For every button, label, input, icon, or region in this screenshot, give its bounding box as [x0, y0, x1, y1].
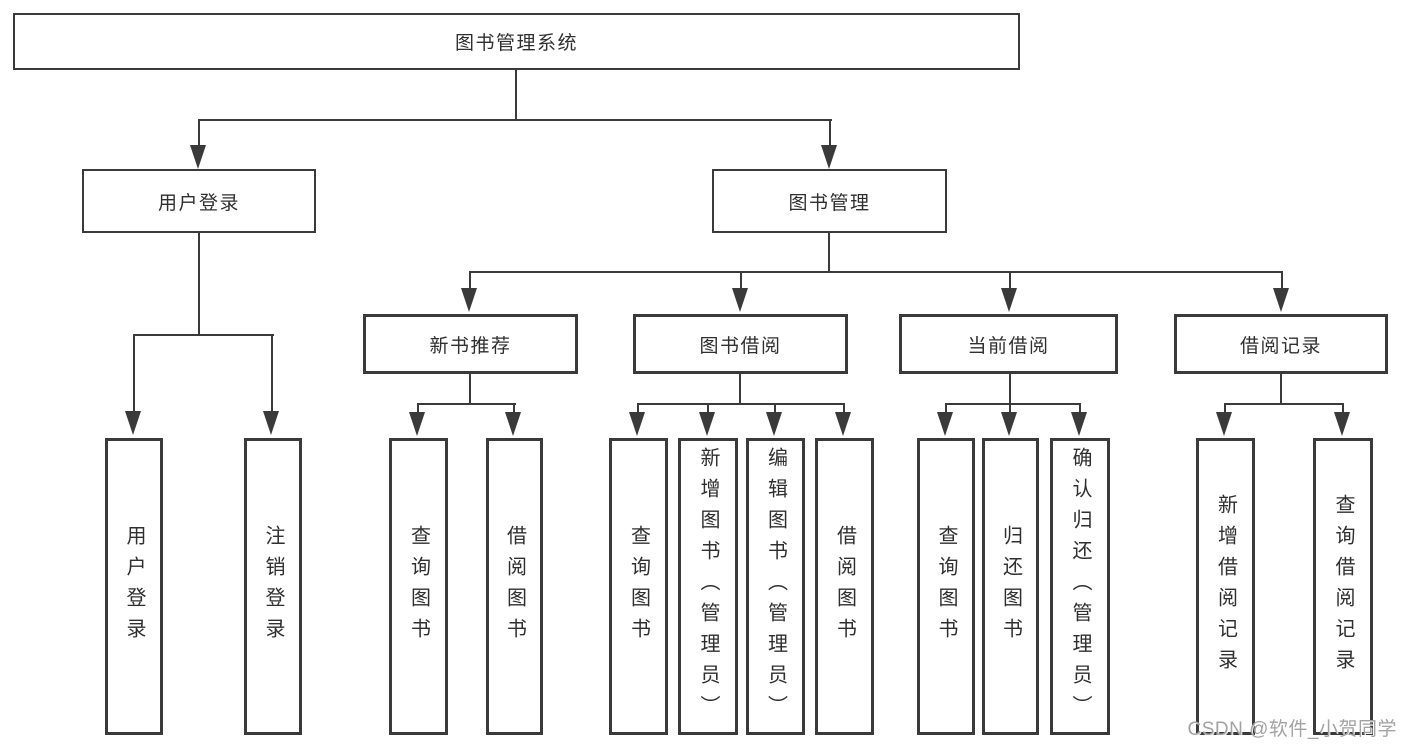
arrowhead-to-logout-leaf: [263, 411, 279, 435]
connector-cb-bar: [945, 403, 1081, 405]
node-br-add-record-label: 新增借阅记录: [1214, 493, 1237, 680]
node-book-management: 图书管理: [712, 169, 947, 233]
node-login-leaf-label: 用户登录: [123, 524, 145, 649]
arrowhead-to-login-leaf: [125, 411, 141, 435]
node-br-query-record: 查询借阅记录: [1313, 438, 1373, 735]
node-cb-query-books-label: 查询图书: [935, 524, 957, 649]
node-bb-edit-books: 编辑图书（管理员）: [746, 438, 805, 735]
node-current-borrowing-label: 当前借阅: [967, 335, 1050, 357]
arrowhead-to-bb-edit: [766, 412, 782, 436]
node-nbr-borrow-books-label: 借阅图书: [503, 524, 526, 649]
node-nbr-query-books: 查询图书: [389, 438, 448, 735]
connector-drop-bb-query: [637, 403, 639, 415]
node-new-book-recommend: 新书推荐: [363, 314, 578, 374]
node-bb-query-books: 查询图书: [609, 438, 668, 735]
connector-cb-stem: [1009, 373, 1011, 405]
node-bb-edit-books-label: 编辑图书（管理员）: [764, 447, 787, 726]
node-nbr-query-books-label: 查询图书: [407, 524, 430, 649]
node-logout-leaf: 注销登录: [244, 438, 302, 735]
connector-nbr-bar: [417, 403, 516, 405]
node-bb-borrow-books-label: 借阅图书: [833, 524, 856, 649]
node-cb-query-books: 查询图书: [917, 438, 975, 735]
node-bb-add-books: 新增图书（管理员）: [678, 438, 738, 735]
node-root-label: 图书管理系统: [454, 33, 578, 54]
arrowhead-to-bb-add: [699, 412, 715, 436]
node-user-login-label: 用户登录: [157, 192, 240, 214]
connector-drop-cb-query: [945, 403, 947, 415]
connector-drop-bb-add: [707, 403, 709, 415]
node-br-add-record: 新增借阅记录: [1196, 438, 1255, 735]
node-book-borrowing: 图书借阅: [633, 314, 848, 374]
arrowhead-to-cb-confirm: [1071, 412, 1087, 436]
connector-drop-login-leaf: [133, 334, 135, 414]
arrowhead-to-bb-query: [629, 412, 645, 436]
connector-book-management-stem: [828, 232, 830, 273]
node-nbr-borrow-books: 借阅图书: [486, 438, 543, 735]
connector-drop-new-book-recommend: [469, 271, 471, 291]
arrowhead-to-nbr-query: [409, 412, 425, 436]
connector-drop-book-management: [829, 119, 831, 147]
connector-drop-cb-return: [1009, 403, 1011, 415]
arrowhead-to-new-book-recommend: [461, 288, 477, 312]
connector-root-stem: [515, 69, 517, 121]
arrowhead-to-br-add: [1216, 412, 1232, 436]
connector-drop-logout-leaf: [271, 334, 273, 414]
connector-bb-bar: [637, 403, 845, 405]
node-new-book-recommend-label: 新书推荐: [429, 335, 512, 357]
node-cb-return-books-label: 归还图书: [999, 524, 1022, 649]
connector-user-login-bar: [133, 334, 274, 336]
node-cb-return-books: 归还图书: [982, 438, 1039, 735]
connector-user-login-stem: [198, 232, 200, 336]
node-current-borrowing: 当前借阅: [899, 314, 1118, 374]
connector-drop-current-borrowing: [1009, 271, 1011, 291]
connector-br-stem: [1280, 373, 1282, 405]
arrowhead-to-nbr-borrow: [505, 412, 521, 436]
arrowhead-to-book-borrowing: [732, 288, 748, 312]
connector-nbr-stem: [469, 373, 471, 405]
connector-drop-book-borrowing: [740, 271, 742, 291]
arrowhead-to-book-management: [821, 145, 837, 169]
connector-bb-stem: [739, 373, 741, 405]
node-root: 图书管理系统: [13, 13, 1020, 70]
node-borrowing-records-label: 借阅记录: [1239, 335, 1322, 357]
node-bb-add-books-label: 新增图书（管理员）: [697, 447, 719, 726]
connector-drop-br-query: [1342, 403, 1344, 415]
csdn-watermark: CSDN @软件_小贺同学: [1187, 719, 1397, 740]
arrowhead-to-br-query: [1334, 412, 1350, 436]
node-login-leaf: 用户登录: [105, 438, 163, 735]
node-cb-confirm-return: 确认归还（管理员）: [1050, 438, 1110, 735]
connector-root-bar: [198, 119, 832, 121]
arrowhead-to-user-login: [190, 145, 206, 169]
connector-drop-br-add: [1224, 403, 1226, 415]
connector-drop-borrowing-records: [1281, 271, 1283, 291]
connector-br-bar: [1224, 403, 1344, 405]
connector-drop-cb-confirm: [1079, 403, 1081, 415]
node-logout-leaf-label: 注销登录: [262, 524, 284, 649]
arrowhead-to-cb-query: [937, 412, 953, 436]
node-book-management-label: 图书管理: [788, 192, 871, 214]
node-user-login: 用户登录: [82, 169, 316, 233]
connector-drop-nbr-borrow: [513, 403, 515, 415]
arrowhead-to-current-borrowing: [1001, 288, 1017, 312]
node-borrowing-records: 借阅记录: [1174, 314, 1388, 374]
arrowhead-to-borrowing-records: [1273, 288, 1289, 312]
arrowhead-to-cb-return: [1001, 412, 1017, 436]
node-bb-borrow-books: 借阅图书: [815, 438, 874, 735]
connector-drop-nbr-query: [417, 403, 419, 415]
node-bb-query-books-label: 查询图书: [627, 524, 650, 649]
node-cb-confirm-return-label: 确认归还（管理员）: [1069, 447, 1091, 726]
connector-drop-bb-edit: [774, 403, 776, 415]
connector-drop-user-login: [198, 119, 200, 147]
arrowhead-to-bb-borrow: [835, 412, 851, 436]
node-br-query-record-label: 查询借阅记录: [1332, 493, 1354, 680]
connector-drop-bb-borrow: [843, 403, 845, 415]
connector-book-management-bar: [469, 271, 1283, 273]
node-book-borrowing-label: 图书借阅: [699, 335, 782, 357]
